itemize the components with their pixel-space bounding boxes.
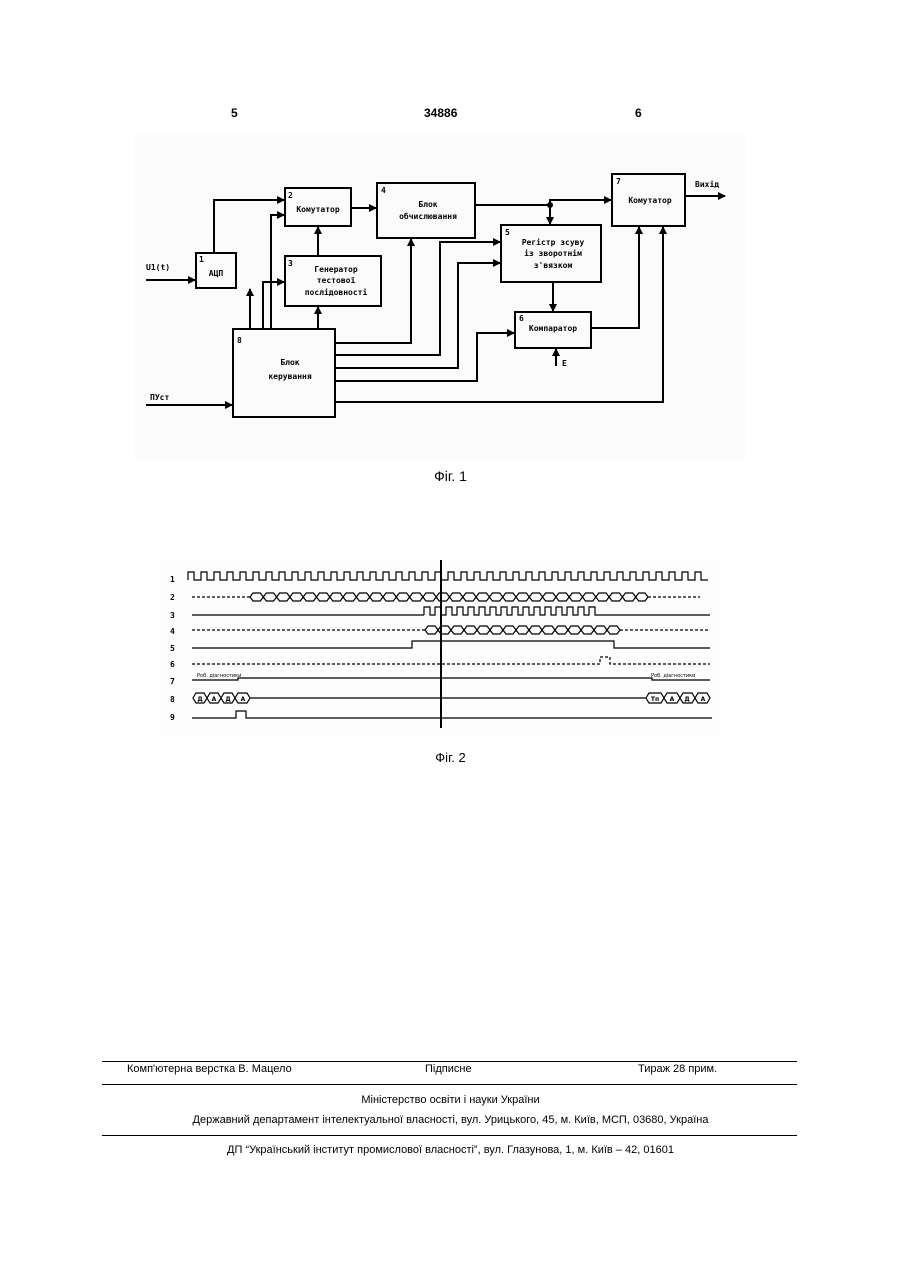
row-number: 7 xyxy=(170,677,175,686)
department-line: Державний департамент інтелектуальної вл… xyxy=(0,1114,901,1126)
block-5-label-line2: із зворотнім xyxy=(524,248,582,258)
typesetting-credit: Комп'ютерна верстка В. Мацело xyxy=(127,1063,292,1075)
row8-cell: А xyxy=(701,696,706,703)
row-number: 6 xyxy=(170,660,175,669)
block-3-label-line2: тестової xyxy=(317,276,356,285)
block-6-number: 6 xyxy=(519,314,524,323)
footer-rule-middle xyxy=(102,1084,797,1085)
row8-cell: Д xyxy=(197,696,202,703)
block-5-number: 5 xyxy=(505,228,510,237)
row-number: 5 xyxy=(170,644,175,653)
signal-row-1-clock xyxy=(188,572,708,580)
row8-cell: А xyxy=(212,696,217,703)
row8-cell: Д xyxy=(684,696,689,703)
block-4-label-line2: обчислювання xyxy=(399,211,457,221)
block-6-label: Компаратор xyxy=(529,324,577,333)
row-number: 4 xyxy=(170,627,175,636)
signed-note: Підписне xyxy=(425,1063,472,1075)
block-4-number: 4 xyxy=(381,186,386,195)
block-1-label: АЦП xyxy=(209,269,224,278)
circulation-note: Тираж 28 прим. xyxy=(638,1063,717,1075)
block-8-number: 8 xyxy=(237,336,242,345)
row8-cell: Д xyxy=(225,696,230,703)
block-8-label-line2: керування xyxy=(268,372,312,381)
block-7-number: 7 xyxy=(616,177,621,186)
block-3-label-line3: послідовності xyxy=(305,287,368,297)
output-label: Вихід xyxy=(695,179,719,189)
footer-rule-top xyxy=(102,1061,797,1062)
block-3-label-line1: Генератор xyxy=(314,265,358,274)
row8-cell: Тп xyxy=(651,696,659,703)
block-2-number: 2 xyxy=(288,191,293,200)
control-input-label: ПУст xyxy=(150,393,169,402)
row-number: 8 xyxy=(170,695,175,704)
row-number: 2 xyxy=(170,593,175,602)
block-8-label-line1: Блок xyxy=(280,358,299,367)
footer-rule-bottom xyxy=(102,1135,797,1136)
left-page-number: 5 xyxy=(231,106,238,120)
junction-dot xyxy=(547,202,553,208)
input-signal-label: U1(t) xyxy=(146,263,170,272)
row-number: 1 xyxy=(170,575,175,584)
row7-right-label: Роб. діагностики xyxy=(651,673,695,679)
right-page-number: 6 xyxy=(635,106,642,120)
block-3-number: 3 xyxy=(288,259,293,268)
threshold-label: Е xyxy=(562,359,567,368)
figure-1-caption: Фіг. 1 xyxy=(0,468,901,484)
ministry-line: Міністерство освіти і науки України xyxy=(0,1094,901,1106)
institute-line: ДП “Український інститут промислової вла… xyxy=(0,1144,901,1156)
row8-cell: А xyxy=(241,696,246,703)
row-number: 9 xyxy=(170,713,175,722)
block-5-label-line1: Регістр зсуву xyxy=(522,237,585,247)
row-number: 3 xyxy=(170,611,175,620)
block-2-label: Комутатор xyxy=(296,205,340,214)
figure-2-caption: Фіг. 2 xyxy=(0,750,901,765)
figure-1-block-diagram: 1 2 3 4 5 6 7 8 АЦП Комутатор Генератор … xyxy=(135,135,745,460)
figure-2-timing-diagram: 1 2 3 4 5 6 7 8 9 Роб. діагностики Роб. … xyxy=(160,560,720,735)
block-1-number: 1 xyxy=(199,255,204,264)
row7-left-label: Роб. діагностики xyxy=(197,673,241,679)
block-4-label-line1: Блок xyxy=(418,200,437,209)
block-5-label-line3: з'вязком xyxy=(534,261,573,270)
block-7-label: Комутатор xyxy=(628,196,672,205)
row8-cell: А xyxy=(670,696,675,703)
document-number: 34886 xyxy=(424,106,457,120)
